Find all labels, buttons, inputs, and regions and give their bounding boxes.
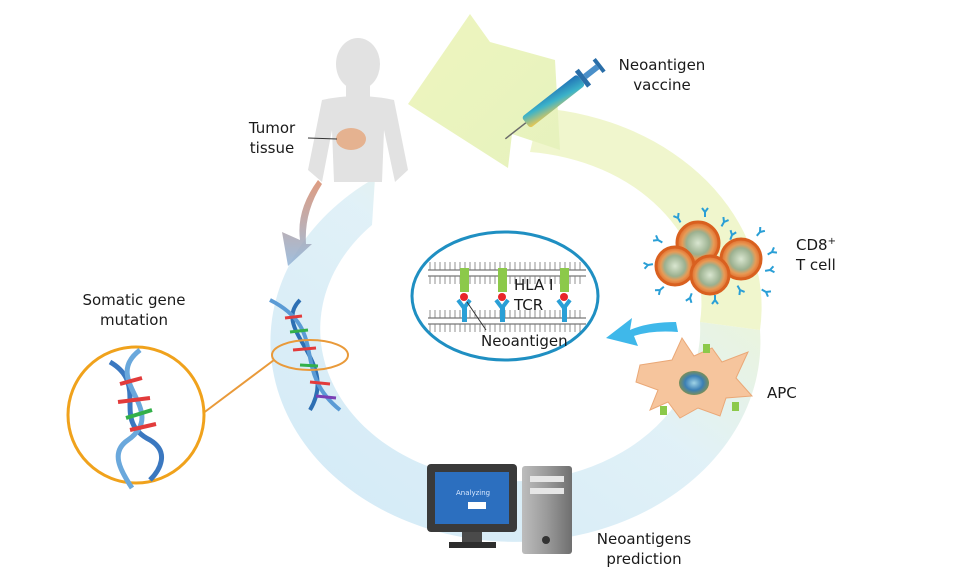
- hla-tcr-complex: [556, 268, 572, 322]
- label-line: APC: [767, 384, 797, 402]
- label-line: Tumor: [248, 119, 296, 137]
- label-line: prediction: [606, 550, 682, 568]
- label-tumor-tissue: Tumor tissue: [236, 118, 308, 158]
- label-tcr: TCR: [514, 296, 544, 314]
- t-cell-receptor-icon: [673, 212, 682, 223]
- apc-to-membrane-arrow: [606, 318, 678, 346]
- label-neoantigens-prediction: Neoantigens prediction: [580, 529, 708, 569]
- dna-highlight-ellipse: [271, 339, 349, 371]
- t-cell-receptor-icon: [736, 285, 745, 296]
- t-cell-receptor-icon: [720, 216, 729, 227]
- cd8-t-cells: [643, 207, 778, 305]
- t-cell-receptor-icon: [711, 295, 719, 305]
- label-line: Somatic gene: [82, 291, 186, 309]
- t-cell-receptor-icon: [767, 247, 778, 256]
- label-line: tissue: [249, 139, 295, 157]
- mutation-zoom-circle: [66, 345, 206, 490]
- screen-analyzing-text: Analyzing: [456, 489, 490, 497]
- syringe-icon: [504, 57, 606, 140]
- tumor-pointer-line: [307, 137, 338, 140]
- t-cell-receptor-icon: [652, 235, 663, 244]
- t-cell-receptor-icon: [701, 207, 709, 217]
- label-line: Neoantigens: [596, 530, 692, 548]
- apc-cell: [635, 336, 754, 419]
- label-line: CD8+: [796, 235, 866, 255]
- label-hla-i: HLA I: [514, 276, 554, 294]
- label-apc: APC: [767, 383, 817, 403]
- t-cell-receptor-icon: [643, 261, 654, 270]
- label-cd8-t-cell: CD8+ T cell: [796, 235, 866, 275]
- label-neoantigen-vaccine: Neoantigen vaccine: [600, 55, 724, 95]
- cd8-superscript: +: [827, 236, 836, 247]
- tumor-to-dna-arrow: [282, 180, 322, 266]
- label-neoantigen: Neoantigen: [481, 332, 568, 350]
- computer-icon: [427, 464, 572, 554]
- zoom-connector-line: [201, 359, 275, 415]
- hla-tcr-complex: [494, 268, 510, 322]
- hla-tcr-complexes: [456, 268, 572, 322]
- label-line: vaccine: [633, 76, 691, 94]
- t-cell-receptor-icon: [729, 229, 737, 241]
- t-cell-receptors: [643, 207, 778, 305]
- t-cell-receptor-icon: [654, 286, 665, 296]
- label-somatic-gene-mutation: Somatic gene mutation: [68, 290, 200, 330]
- cd8-text: CD8: [796, 236, 828, 254]
- t-cell-receptor-icon: [756, 226, 766, 237]
- label-line: mutation: [100, 311, 168, 329]
- t-cell-receptor-icon: [685, 292, 693, 304]
- label-line: Neoantigen: [618, 56, 706, 74]
- t-cell-receptor-icon: [764, 265, 775, 274]
- label-line: T cell: [796, 256, 836, 274]
- dna-helix: [269, 298, 342, 412]
- cycle-arrow-head: [408, 14, 560, 168]
- t-cell-receptor-icon: [761, 288, 772, 297]
- human-silhouette: [308, 38, 408, 182]
- tumor-tissue-blob: [336, 128, 366, 150]
- neoantigen-pointer-line: [466, 301, 487, 331]
